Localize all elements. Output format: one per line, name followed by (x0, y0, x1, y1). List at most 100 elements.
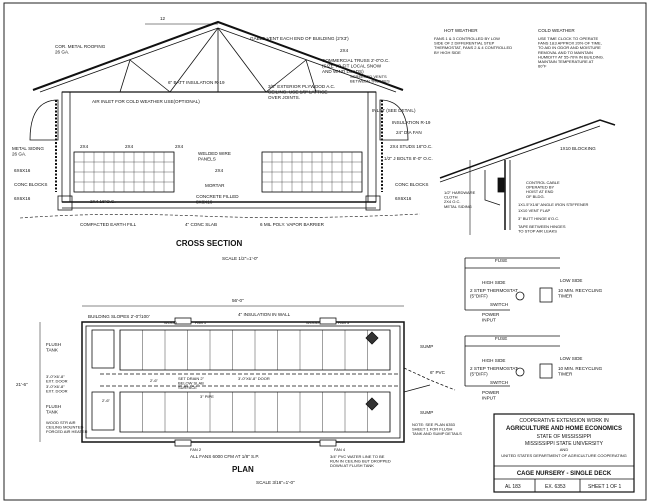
plan-drawing (39, 305, 456, 447)
cs-studs-mid1: 2X4 (125, 144, 134, 149)
cs-studs-mid2: 2X4 (175, 144, 184, 149)
tb-line6: UNITED STATES DEPARTMENT OF AGRICULTURE … (501, 453, 627, 458)
cold-weather-title: COLD WEATHER (538, 28, 575, 33)
wiring-thermostat-0: 2 STEP THERMOSTAT(5°DIFF) (470, 288, 518, 298)
wiring-fuse-0: FUSE (495, 258, 507, 263)
tb-ex-no: EX. 6353 (545, 484, 566, 490)
cs-joists-label: 2X4 16"O.C. (90, 199, 116, 204)
plan-door-top: 3'-0"X6'-8"EXT. DOOR (46, 374, 68, 384)
cs-slab-label: 4" CONC SLAB (185, 222, 217, 227)
cs-plywood-label: 3/8" EXTERIOR PLYWOOD A.C.CEILING. USE 1… (268, 84, 335, 100)
plan-insulation-label: 4" INSULATION IN WALL (238, 312, 291, 317)
plan-length-dim: 56'-0" (232, 298, 244, 303)
plan-fans-cfm: ALL FANS 6000 CFM AT 1/8" S.P. (190, 454, 259, 459)
wiring-diagrams (464, 257, 560, 387)
cs-sole-right: 6X6X16 (395, 196, 412, 201)
wiring-high-0: HIGH SIDE (482, 280, 505, 285)
plan-sump-bottom: SUMP (420, 410, 433, 415)
flush-tank-top (91, 329, 115, 369)
wiring-low-1: LOW SIDE (560, 356, 582, 361)
plan-door-bottom: 3'-0"X6'-8"EXT. DOOR (46, 384, 68, 394)
cross-section-scale: SCALE 1/2"=1'-0" (222, 256, 259, 261)
cross-section-drawing (19, 20, 421, 219)
inlet-stiffener-label: 1X1.5"X1/8" ANGLE IRON STIFFENER (518, 202, 589, 207)
plan-title: PLAN (232, 465, 254, 474)
wiring-switch-1: SWITCH (490, 380, 508, 385)
cs-truss-label: COMMERCIAL TRUSS 2'-0"O.C.(SIZE TO FIT L… (322, 58, 390, 74)
cs-inlet-detail-label: INLET (SEE DETAIL) (372, 108, 416, 113)
wiring-fuse-1: FUSE (495, 336, 507, 341)
plan-wood-top: WOOD (164, 320, 177, 325)
plan-sump-top: SUMP (420, 344, 433, 349)
plan-width-dim: 21'-6" (16, 382, 28, 387)
tb-al-no: AL 183 (505, 484, 521, 490)
title-block (493, 413, 635, 493)
tb-line2: AGRICULTURE AND HOME ECONOMICS (506, 426, 622, 432)
cs-studs-right: 2X4 STUDS 16"O.C. (390, 144, 432, 149)
plan-fan-3: FAN 3 (338, 320, 350, 325)
plan-scale: SCALE 3/16"=1'-0" (256, 480, 295, 485)
cs-bolts-label: 1/2" J BOLTS 8'-0" O.C. (384, 156, 433, 161)
tb-line1: COOPERATIVE EXTENSION WORK IN (519, 418, 609, 424)
cs-plate-label: 2X4 (340, 48, 349, 53)
cross-section-title: CROSS SECTION (176, 239, 242, 248)
cs-earth-label: COMPACTED EARTH FILL (80, 222, 137, 227)
hot-weather-title: HOT WEATHER (444, 28, 478, 33)
inlet-flap-label: 1X10 VENT FLAP (518, 208, 550, 213)
plan-fan-1: FAN 1 (195, 320, 207, 325)
tb-line4: MISSISSIPPI STATE UNIVERSITY (525, 441, 604, 447)
cs-sole-label: 6X6X16 (14, 168, 31, 173)
cs-sill-label: 2X4 (215, 168, 224, 173)
plan-pipe-label: 3" PIPE (200, 394, 214, 399)
plan-pvc-label: 6" PVC (430, 370, 446, 375)
cs-conc-block-left: CONC BLOCKS (14, 182, 47, 187)
cs-conc-block-right: CONC BLOCKS (395, 182, 428, 187)
wiring-high-1: HIGH SIDE (482, 358, 505, 363)
inlet-butt-hinge-label: 3" BUTT HINGE 6'O.C. (518, 216, 559, 221)
cs-sill-left: 6X6X16 (14, 196, 31, 201)
plan-fan-4: FAN 4 (334, 447, 346, 452)
flush-tank-bottom (91, 391, 115, 431)
right-inlet-hood (379, 99, 409, 141)
plan-center-door: 3'-0"X6'-8" DOOR (238, 376, 270, 381)
plan-wood-top2: WOOD (306, 320, 319, 325)
compacted-earth (19, 213, 421, 219)
inlet-detail-drawing (439, 119, 616, 235)
wiring-switch-0: SWITCH (490, 302, 508, 307)
cs-dim-top: 12 (160, 16, 166, 21)
cs-air-inlet-label: AIR INLET FOR COLD WEATHER USE(OPTIONAL) (92, 99, 200, 104)
wiring-thermostat-1: 2 STEP THERMOSTAT(5°DIFF) (470, 366, 518, 376)
cs-vapor-label: 6 MIL POLY. VAPOR BARRIER (260, 222, 325, 227)
inlet-blocking-label: 1X10 BLOCKING (560, 146, 596, 151)
plan-fan-2: FAN 2 (190, 447, 202, 452)
cs-studs-left: 2X4 (80, 144, 89, 149)
cs-gable-vent-label: GABLE VENT EACH END OF BUILDING (2'X3') (250, 36, 349, 41)
roof-line (32, 20, 404, 91)
left-inlet-hood (29, 99, 59, 141)
tb-sheet: SHEET 1 OF 1 (588, 484, 621, 490)
cs-fan-label: 24" DIA FAN (396, 130, 422, 135)
tb-line5: AND (560, 447, 569, 452)
plan-slopes-label: BUILDING SLOPES 2'-0"/100' (88, 314, 150, 319)
wiring-low-0: LOW SIDE (560, 278, 582, 283)
tb-line3: STATE OF MISSISSIPPI (537, 434, 592, 440)
sheet-border (3, 2, 647, 501)
